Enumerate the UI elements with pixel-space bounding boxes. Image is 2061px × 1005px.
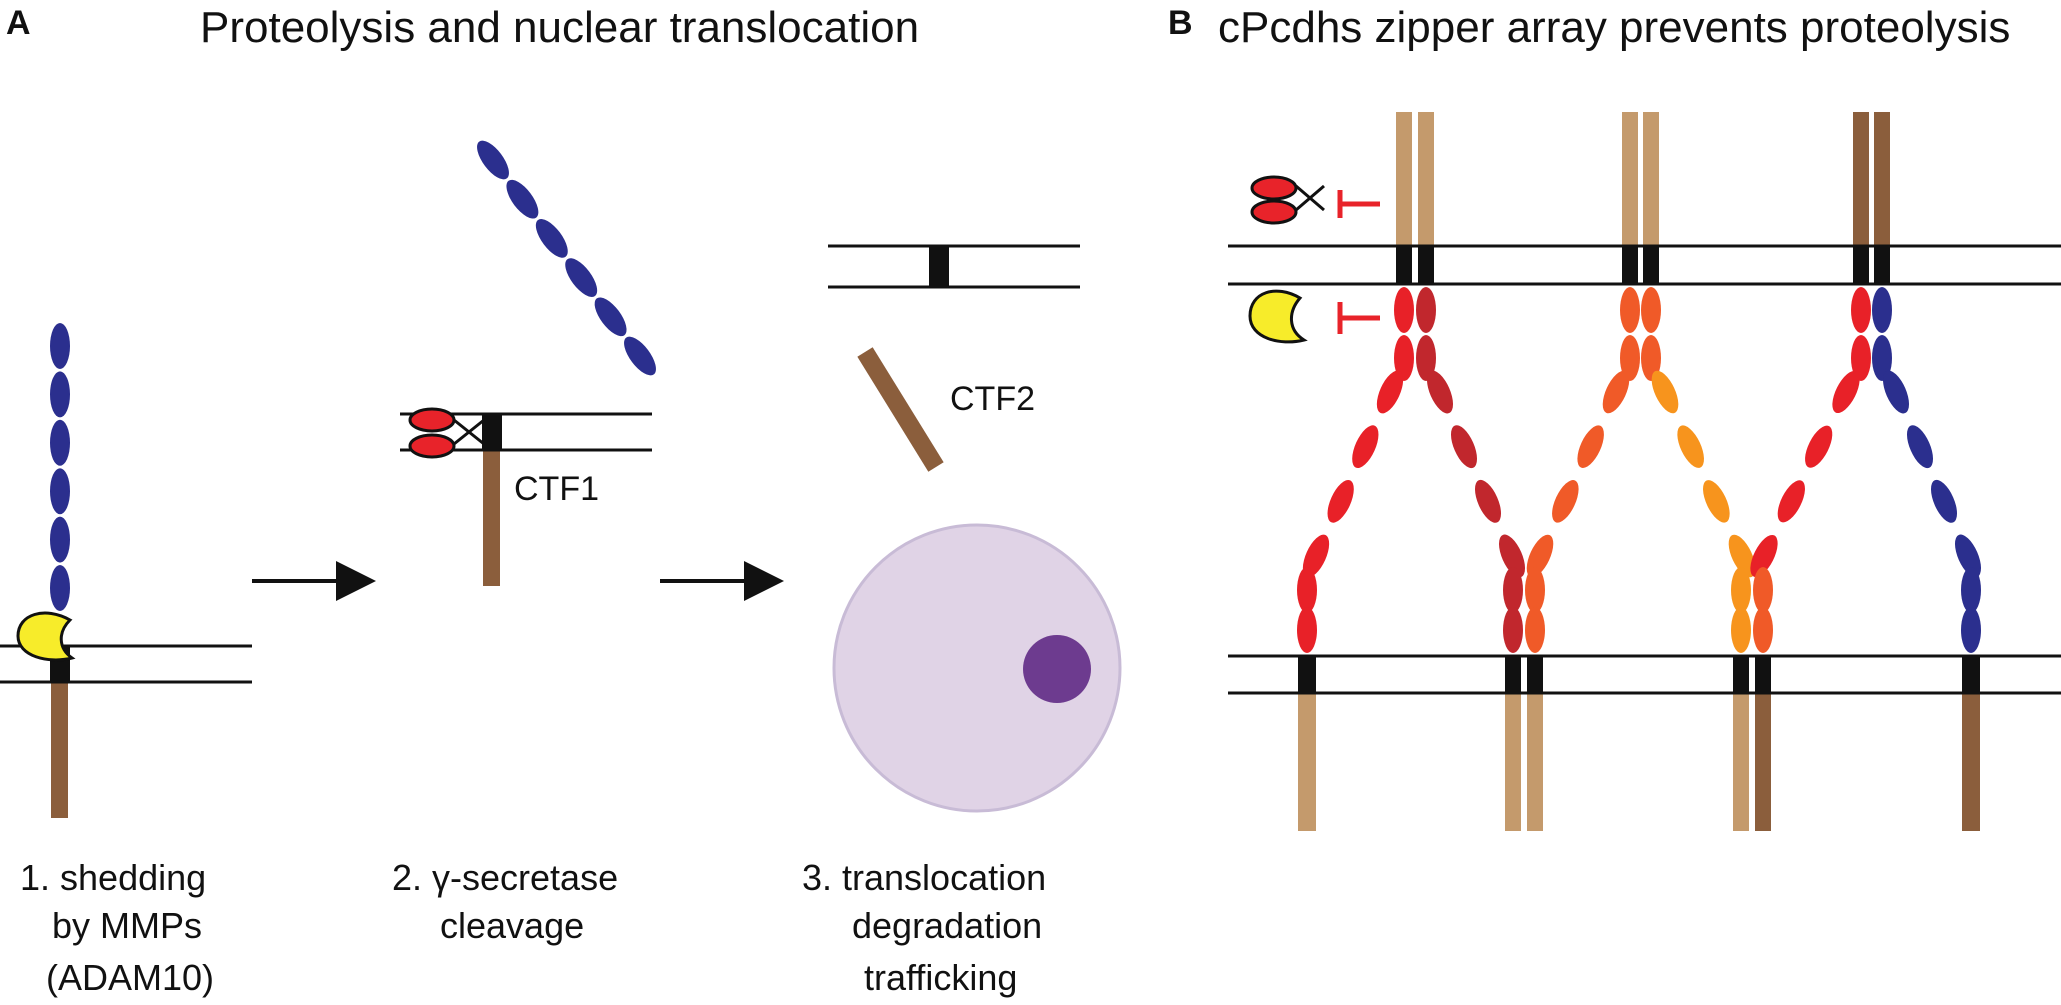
ec-domain xyxy=(565,258,598,297)
panel-b-title: cPcdhs zipper array prevents proteolysis xyxy=(1218,3,2010,52)
ec-domain xyxy=(50,419,70,466)
ec-domain xyxy=(1872,335,1892,381)
ec-domain xyxy=(1728,534,1756,578)
nucleolus xyxy=(1023,635,1091,703)
ec-domain xyxy=(1851,335,1871,381)
ec-domain xyxy=(1872,287,1892,333)
inhibited-mmp-enzyme xyxy=(1248,289,1308,344)
ec-domain xyxy=(1930,479,1958,523)
ec-domain xyxy=(1503,607,1523,653)
top-membrane xyxy=(1228,244,2061,286)
ec-domain xyxy=(1731,567,1751,613)
ec-domain xyxy=(1450,425,1478,469)
inhibited-gamma-secretase xyxy=(1250,175,1325,225)
ec-domain xyxy=(1552,480,1579,523)
ec-domain xyxy=(1474,479,1502,523)
step1-protein xyxy=(0,323,252,818)
ec-domain xyxy=(1777,480,1805,523)
ec-domain xyxy=(1416,335,1436,381)
ctf1-label: CTF1 xyxy=(514,470,599,508)
ec-domain xyxy=(1620,287,1640,333)
nucleus xyxy=(832,523,1122,813)
ec-domain xyxy=(1394,335,1414,381)
ec-domain xyxy=(1677,425,1704,468)
bottom-cell-stalks xyxy=(1298,693,1980,831)
ec-domain xyxy=(506,179,539,219)
ec-domain xyxy=(1641,287,1661,333)
ec-domain xyxy=(1302,534,1330,578)
ec-domain xyxy=(50,565,70,611)
shed-ec-domain xyxy=(477,140,656,376)
ec-domain xyxy=(50,371,70,418)
step2-label: 2. γ-secretase cleavage xyxy=(392,857,628,946)
ec-domain xyxy=(50,468,70,515)
ec-domain xyxy=(1731,607,1751,653)
ec-domain xyxy=(50,323,70,369)
ec-domain xyxy=(1750,534,1778,578)
ec-domain xyxy=(1297,567,1317,613)
ctf2-label: CTF2 xyxy=(950,380,1035,418)
ec-domain xyxy=(1376,370,1404,414)
ec-domain xyxy=(1832,370,1860,414)
ec-domain-chain xyxy=(50,323,70,611)
mmp-enzyme xyxy=(16,611,76,662)
ec-domain xyxy=(1503,567,1523,613)
ec-domain xyxy=(1641,335,1661,381)
ec-domain xyxy=(535,219,568,258)
step1-label: 1. shedding by MMPs (ADAM10) xyxy=(20,857,216,998)
ec-domain xyxy=(1426,370,1454,414)
ec-domain xyxy=(1851,287,1871,333)
ec-domain xyxy=(1352,425,1379,469)
ec-domain xyxy=(1525,607,1545,653)
ctf2-fragment xyxy=(857,347,944,472)
ec-domain xyxy=(1954,534,1982,578)
gamma-secretase-enzyme xyxy=(408,407,485,459)
ec-domain xyxy=(1620,335,1640,381)
inhibit-symbol-secretase xyxy=(1337,190,1380,218)
ec-domain xyxy=(624,336,656,376)
ec-domain xyxy=(1882,370,1910,414)
ec-domain xyxy=(1526,534,1554,578)
ec-domain xyxy=(1805,425,1833,468)
ec-domain xyxy=(50,516,70,563)
panel-a-letter: A xyxy=(6,4,31,42)
ec-domain xyxy=(594,297,627,337)
step3-label: 3. translocation degradation trafficking xyxy=(802,857,1056,998)
top-cell-stalks xyxy=(1396,112,1890,248)
ec-domain xyxy=(1525,567,1545,613)
ec-domain xyxy=(1297,607,1317,653)
ec-domain xyxy=(1602,370,1630,414)
panel-a-title: Proteolysis and nuclear translocation xyxy=(200,3,919,52)
ec-domain xyxy=(1753,607,1773,653)
ec-domain xyxy=(477,140,509,180)
ec-domain xyxy=(1498,534,1526,578)
step3-scene: CTF2 xyxy=(828,244,1122,813)
empty-tm-domain xyxy=(929,246,949,287)
ec-domain xyxy=(1753,567,1773,613)
panel-b-letter: B xyxy=(1168,4,1193,42)
inhibit-symbol-mmp xyxy=(1337,302,1380,334)
zipper-array xyxy=(1297,287,1982,653)
ec-domain xyxy=(1577,425,1604,468)
stalk-brown xyxy=(51,678,68,818)
ec-domain xyxy=(1651,370,1679,414)
ec-domain xyxy=(1961,567,1981,613)
ec-domain xyxy=(1394,287,1414,333)
bottom-membrane xyxy=(1228,654,2061,695)
step2-protein: CTF1 xyxy=(400,140,656,586)
ctf1-stalk xyxy=(483,448,500,586)
tm-domain xyxy=(482,414,502,450)
ec-domain xyxy=(1327,479,1354,523)
ec-domain xyxy=(1961,607,1981,653)
ec-domain xyxy=(1703,480,1730,523)
ec-domain xyxy=(1906,425,1934,469)
ec-domain xyxy=(1416,287,1436,333)
